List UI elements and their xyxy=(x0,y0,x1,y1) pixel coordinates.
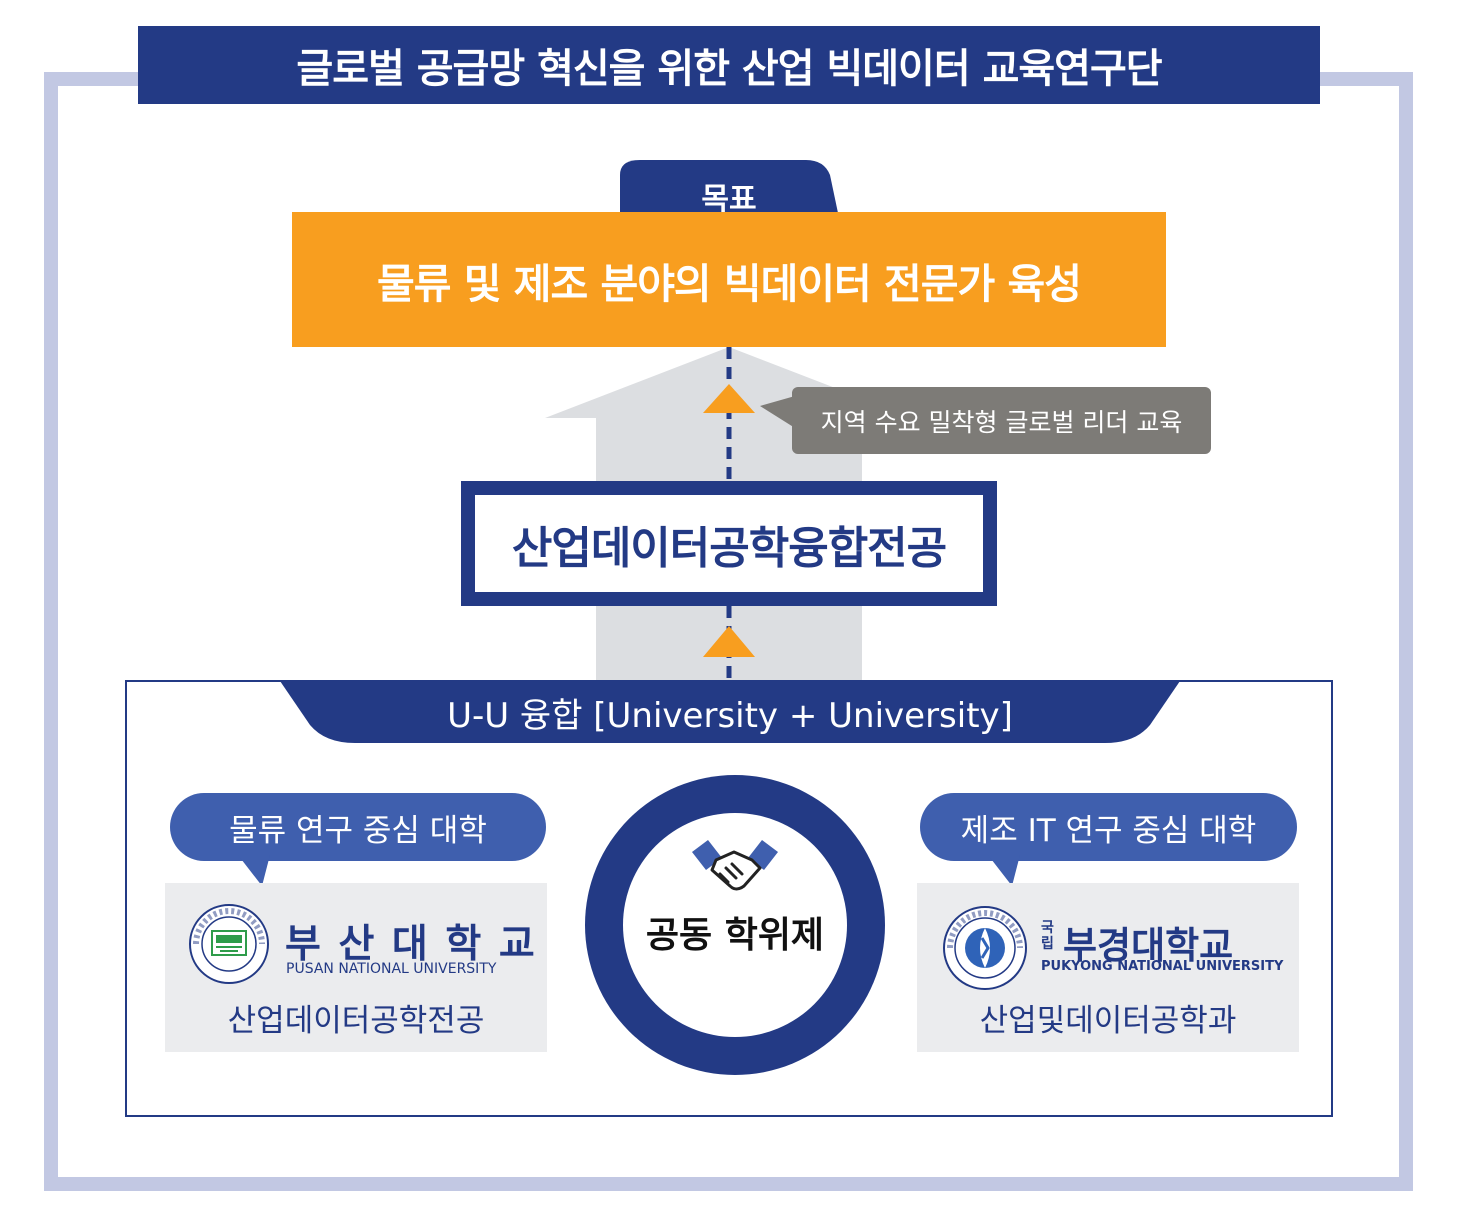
pukyong-department: 산업및데이터공학과 xyxy=(979,1003,1237,1039)
pukyong-prefix-top: 국 xyxy=(1041,920,1054,936)
up-triangle-icon xyxy=(703,626,755,657)
right-bubble-pointer xyxy=(988,855,1020,886)
left-bubble-bg xyxy=(170,793,546,861)
uu-label: U-U 융합 [University + University] xyxy=(447,695,1013,736)
pukyong-university-card: 국 립 부경대학교 PUKYONG NATIONAL UNIVERSITY 산업… xyxy=(917,883,1299,1052)
left-bubble-pointer xyxy=(238,855,270,886)
pusan-university-card: 부 산 대 학 교 PUSAN NATIONAL UNIVERSITY 산업데이… xyxy=(165,883,547,1052)
right-bubble-bg xyxy=(920,793,1297,861)
right-bubble-label: 제조 IT 연구 중심 대학 xyxy=(960,812,1257,849)
uu-banner xyxy=(280,681,1180,743)
pusan-name-kr: 부 산 대 학 교 xyxy=(285,922,537,967)
pusan-department: 산업데이터공학전공 xyxy=(227,1003,485,1039)
pukyong-prefix-bottom: 립 xyxy=(1041,936,1054,952)
page-title: 글로벌 공급망 혁신을 위한 산업 빅데이터 교육연구단 xyxy=(138,26,1320,104)
pukyong-name-en: PUKYONG NATIONAL UNIVERSITY xyxy=(1041,959,1284,974)
callout-box: 지역 수요 밀착형 글로벌 리더 교육 xyxy=(792,387,1211,454)
major-box: 산업데이터공학융합전공 xyxy=(461,481,997,606)
pukyong-name-kr: 부경대학교 xyxy=(1063,924,1234,967)
goal-tab-label: 목표 xyxy=(701,182,757,217)
pusan-seal-logo xyxy=(189,904,269,984)
pukyong-seal-logo xyxy=(943,906,1027,990)
pusan-name-en: PUSAN NATIONAL UNIVERSITY xyxy=(286,961,497,977)
up-triangle-icon xyxy=(703,384,755,413)
left-bubble-label: 물류 연구 중심 대학 xyxy=(229,812,487,849)
callout-pointer xyxy=(760,396,795,428)
center-inner-circle xyxy=(623,813,847,1037)
joint-degree-label: 공동 학위제 xyxy=(645,915,825,956)
handshake-icon xyxy=(692,840,778,891)
goal-box: 물류 및 제조 분야의 빅데이터 전문가 육성 xyxy=(292,212,1166,347)
